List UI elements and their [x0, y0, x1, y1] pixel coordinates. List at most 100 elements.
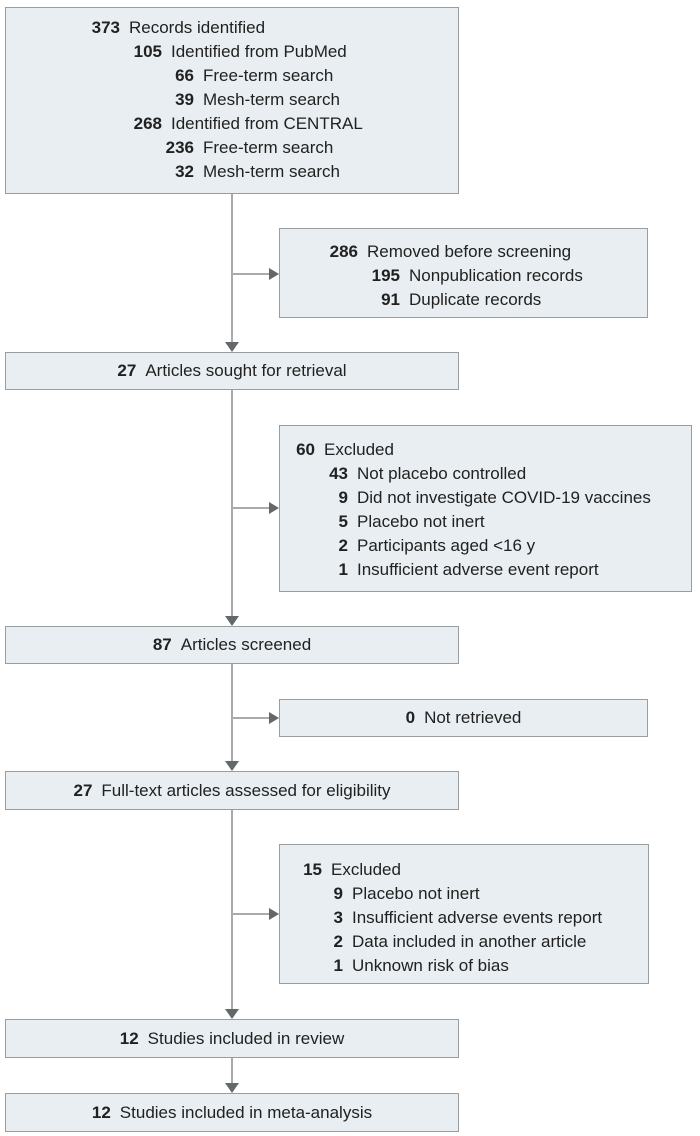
count-label: Nonpublication records: [409, 266, 583, 285]
count-value: 12: [91, 1102, 111, 1122]
flow-line: 9 Did not investigate COVID-19 vaccines: [281, 486, 691, 510]
arrow-right-icon: [269, 268, 279, 280]
count-label: Placebo not inert: [352, 884, 480, 903]
box-not-retrieved: 0 Not retrieved: [279, 699, 648, 737]
connector-vertical-3: [231, 664, 233, 761]
count-label: Duplicate records: [409, 290, 542, 309]
count-value: 5: [338, 512, 348, 531]
arrow-right-icon: [269, 712, 279, 724]
count-label: Mesh-term search: [203, 162, 340, 181]
count-value: 39: [175, 90, 194, 109]
count-value: 32: [175, 162, 194, 181]
count-label: Excluded: [331, 860, 401, 879]
flow-line: 66 Free-term search: [86, 64, 458, 88]
box-excluded-fulltext: 15 Excluded 9 Placebo not inert 3 Insuffici…: [279, 844, 649, 984]
arrow-right-icon: [269, 502, 279, 514]
flow-line: 5 Placebo not inert: [281, 510, 691, 534]
flow-line: 236 Free-term search: [86, 136, 458, 160]
connector-vertical-1: [231, 194, 233, 342]
count-value: 236: [165, 138, 194, 157]
count-label: Studies included in meta-analysis: [119, 1102, 373, 1122]
count-value: 15: [303, 860, 322, 879]
count-label: Free-term search: [203, 138, 334, 157]
count-value: 286: [329, 242, 358, 261]
count-label: Insufficient adverse event report: [357, 560, 599, 579]
count-label: Not placebo controlled: [357, 464, 527, 483]
box-articles-screened: 87 Articles screened: [5, 626, 459, 664]
count-value: 2: [333, 932, 343, 951]
count-label: Participants aged <16 y: [357, 536, 536, 555]
count-value: 91: [381, 290, 400, 309]
count-value: 12: [119, 1028, 139, 1048]
count-label: Data included in another article: [352, 932, 587, 951]
connector-branch-2: [232, 507, 269, 509]
flow-line: 1 Unknown risk of bias: [288, 954, 648, 978]
count-value: 87: [152, 635, 172, 654]
count-value: 2: [338, 536, 348, 555]
count-value: 1: [338, 560, 348, 579]
count-label: Full-text articles assessed for eligibil…: [101, 780, 391, 800]
flow-line: 39 Mesh-term search: [86, 88, 458, 112]
flow-line: 373 Records identified: [86, 16, 458, 40]
count-value: 43: [329, 464, 348, 483]
box-fulltext-assessed: 27 Full-text articles assessed for eligib…: [5, 771, 459, 810]
arrow-down-icon: [225, 1083, 239, 1093]
arrow-down-icon: [225, 616, 239, 626]
count-label: Free-term search: [203, 66, 334, 85]
count-label: Identified from CENTRAL: [171, 114, 363, 133]
flow-line: 286 Removed before screening: [324, 240, 647, 264]
flow-line: 2 Participants aged <16 y: [281, 534, 691, 558]
connector-vertical-4: [231, 810, 233, 1009]
count-value: 66: [175, 66, 194, 85]
count-label: Records identified: [129, 18, 266, 37]
flow-line: 268 Identified from CENTRAL: [86, 112, 458, 136]
arrow-down-icon: [225, 1009, 239, 1019]
count-label: Unknown risk of bias: [352, 956, 509, 975]
arrow-right-icon: [269, 908, 279, 920]
flow-line: 9 Placebo not inert: [288, 882, 648, 906]
count-label: Placebo not inert: [357, 512, 485, 531]
arrow-down-icon: [225, 342, 239, 352]
flow-line: 3 Insufficient adverse events report: [288, 906, 648, 930]
count-label: Not retrieved: [424, 708, 522, 727]
count-label: Excluded: [324, 440, 394, 459]
flow-line: 195 Nonpublication records: [324, 264, 647, 288]
count-value: 268: [133, 114, 162, 133]
connector-branch-4: [232, 913, 269, 915]
flow-line: 2 Data included in another article: [288, 930, 648, 954]
count-label: Removed before screening: [367, 242, 572, 261]
arrow-down-icon: [225, 761, 239, 771]
count-label: Studies included in review: [147, 1028, 345, 1048]
flow-line: 32 Mesh-term search: [86, 160, 458, 184]
count-value: 0: [405, 708, 416, 727]
count-value: 27: [73, 780, 93, 800]
count-label: Did not investigate COVID-19 vaccines: [357, 488, 651, 507]
connector-vertical-2: [231, 390, 233, 616]
count-value: 9: [338, 488, 348, 507]
count-label: Articles screened: [180, 635, 312, 654]
count-value: 1: [333, 956, 343, 975]
box-included-review: 12 Studies included in review: [5, 1019, 459, 1058]
connector-vertical-5: [231, 1058, 233, 1083]
flow-line: 1 Insufficient adverse event report: [281, 558, 691, 582]
count-value: 9: [333, 884, 343, 903]
count-value: 27: [117, 361, 137, 380]
count-label: Mesh-term search: [203, 90, 340, 109]
box-removed-before-screening: 286 Removed before screening 195 Nonpublic…: [279, 228, 648, 318]
box-included-meta-analysis: 12 Studies included in meta-analysis: [5, 1093, 459, 1132]
box-articles-sought: 27 Articles sought for retrieval: [5, 352, 459, 390]
count-label: Insufficient adverse events report: [352, 908, 603, 927]
count-value: 195: [371, 266, 400, 285]
box-excluded-at-retrieval: 60 Excluded 43 Not placebo controlled 9 Did…: [279, 425, 692, 592]
flow-line: 91 Duplicate records: [324, 288, 647, 312]
count-value: 373: [91, 18, 120, 37]
flow-line: 43 Not placebo controlled: [281, 462, 691, 486]
count-label: Articles sought for retrieval: [145, 361, 347, 380]
count-value: 60: [296, 440, 315, 459]
count-value: 105: [133, 42, 162, 61]
flow-line: 60 Excluded: [281, 438, 691, 462]
count-value: 3: [333, 908, 343, 927]
